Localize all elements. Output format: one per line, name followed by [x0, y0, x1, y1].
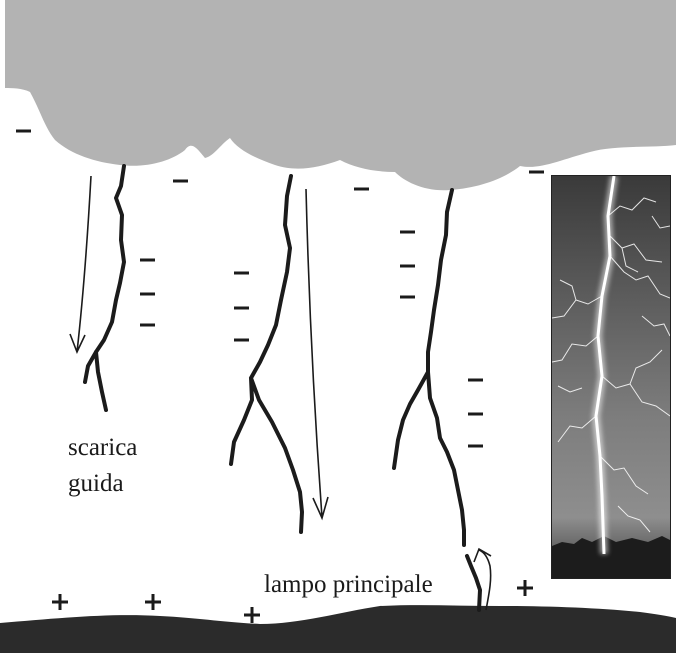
positive-charge — [244, 607, 260, 623]
stepped-leader-2 — [231, 176, 302, 532]
photo-ground — [552, 536, 670, 578]
stepped-leader-3 — [394, 190, 464, 545]
cloud — [5, 0, 676, 190]
upward-streamer — [467, 556, 480, 610]
lightning-photo-graphic — [552, 176, 670, 578]
leader-direction-arrow-2 — [306, 189, 328, 518]
leader-caption-line-1: scarica — [68, 430, 137, 466]
leader-direction-arrow-1 — [70, 176, 91, 352]
positive-charge — [52, 594, 68, 610]
lightning-photo — [551, 175, 671, 579]
stepped-leader-1 — [85, 166, 124, 410]
positive-charge — [145, 594, 161, 610]
ground — [0, 605, 676, 653]
return-stroke-caption: lampo principale — [264, 572, 433, 597]
leader-caption-line-2: guida — [68, 466, 137, 502]
leader-caption: scarica guida — [68, 430, 137, 502]
positive-charge — [517, 580, 533, 596]
